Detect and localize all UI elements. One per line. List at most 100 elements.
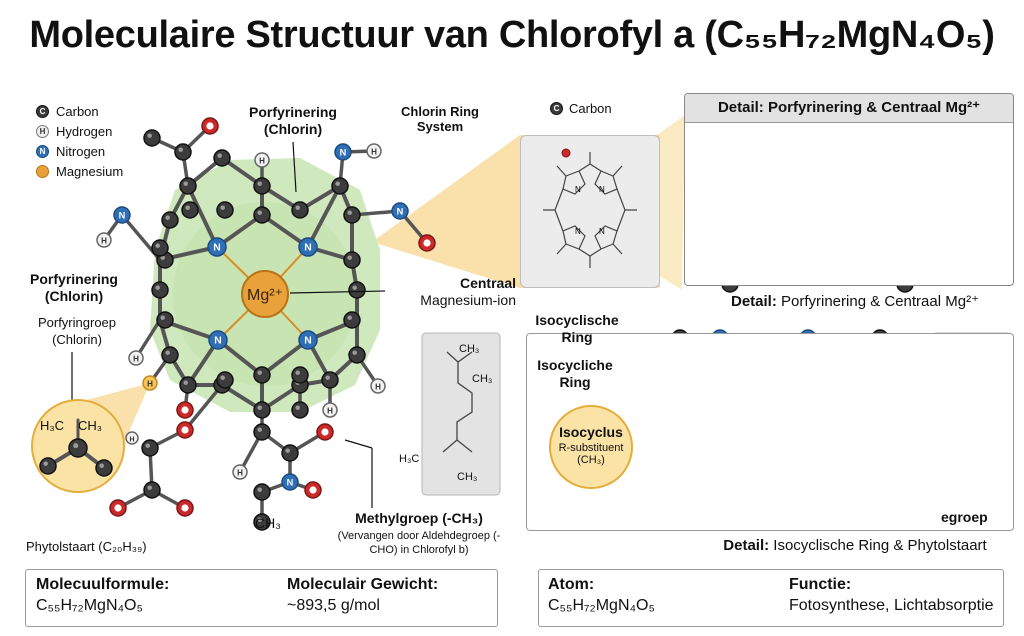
atom-highlight: [220, 375, 225, 380]
carbon-atom: [151, 239, 169, 257]
label-porphyrin-group: Porfyringroep (Chlorin): [37, 315, 117, 347]
carbon-atom: [331, 177, 349, 195]
label-methyl-group: Methylgroep (-CH₃) (Vervangen door Aldeh…: [337, 510, 501, 556]
nitrogen-atom-symbol: N: [304, 336, 311, 347]
carbon-atom: [343, 206, 361, 224]
oxygen-atom-highlight: [423, 239, 431, 247]
atom-highlight: [347, 210, 352, 215]
h3c-label: H₃C: [399, 453, 419, 465]
nitrogen-atom: [281, 473, 299, 491]
atom-highlight: [73, 443, 79, 449]
isocyclus-callout: Isocyclus R-substituent (CH₃): [549, 405, 633, 489]
hydrogen-atom: [142, 375, 158, 391]
hydrogen-atom-symbol: H: [101, 237, 107, 246]
pointer-line: [289, 290, 386, 294]
carbon-atom: [253, 401, 271, 419]
magnesium-atom: [241, 270, 289, 318]
carbon-atom: [179, 376, 197, 394]
label-isocyclic-ring-1: Isocyclische Ring: [535, 312, 619, 345]
atom-highlight: [257, 405, 262, 410]
atom-highlight: [325, 375, 330, 380]
hydrogen-atom-symbol: H: [237, 469, 243, 478]
atom-highlight: [257, 517, 262, 522]
chlorin-inset: N N N N: [520, 135, 660, 288]
carbon-atom: [253, 177, 271, 195]
label-phytol-tail: Phytolstaart (C₂₀H₃₉): [26, 539, 147, 554]
nitrogen-atom-symbol: N: [304, 243, 311, 254]
label-porphyrin-ring-top: Porfyrinering (Chlorin): [249, 104, 337, 137]
hydrogen-atom: [322, 402, 338, 418]
hydrogen-atom-symbol: H: [327, 407, 333, 416]
side-chain-bonds: [442, 351, 473, 453]
hydrogen-atom-icon: H: [36, 124, 49, 138]
carbon-atom-icon: C: [36, 104, 49, 118]
atom-highlight: [183, 181, 188, 186]
carbon-atom: [253, 483, 271, 501]
atom-highlight: [257, 370, 262, 375]
atom-highlight: [352, 285, 357, 290]
oxygen-atom-highlight: [181, 426, 189, 434]
label-isocyclic-ring-2: Isocycliche Ring: [537, 357, 613, 390]
atom-highlight: [257, 210, 262, 215]
hydrogen-atom-symbol: H: [375, 383, 381, 392]
bond: [186, 184, 219, 249]
atom-highlight: [295, 205, 300, 210]
nitrogen-atom-icon: N: [36, 144, 49, 158]
carbon-atom: [156, 311, 174, 329]
info-function: Functie: Fotosynthese, Lichtabsorptie: [789, 576, 994, 614]
atom-highlight: [347, 255, 352, 260]
atom-highlight: [257, 181, 262, 186]
carbon-atom: [161, 346, 179, 364]
ch3-label: CH₃: [472, 373, 492, 385]
oxygen-atom-highlight: [114, 504, 122, 512]
hydrogen-atom-symbol: H: [130, 437, 135, 444]
ch3-label: CH₃: [255, 515, 281, 531]
hydrogen-atom: [128, 350, 144, 366]
chlorin-skeleton-diagram: N N N N: [543, 148, 637, 268]
carbon-atom: [253, 513, 271, 531]
atom-highlight: [165, 215, 170, 220]
info-molecular-formula: Molecuulformule: C₅₅H₇₂MgN₄O₅: [36, 576, 170, 614]
carbon-atom: [179, 177, 197, 195]
page-title: Moleculaire Structuur van Chlorofyl a (C…: [29, 14, 995, 56]
atom-highlight: [220, 205, 225, 210]
carbon-atom: [291, 401, 309, 419]
svg-text:N: N: [599, 185, 605, 194]
detail-panel-top-header: Detail: Porfyrinering & Centraal Mg²⁺: [685, 94, 1013, 123]
detail-bottom-caption: Detail: Isocyclische Ring & Phytolstaart: [723, 537, 987, 554]
carbon-atom: [291, 366, 309, 384]
carbon-atom: [181, 201, 199, 219]
carbon-atom: [343, 251, 361, 269]
carbon-atom: [68, 438, 88, 458]
hydrogen-atom: [366, 143, 382, 159]
hydrogen-atom-symbol: H: [147, 380, 153, 389]
svg-text:N: N: [575, 227, 581, 236]
atom-highlight: [155, 285, 160, 290]
atom-highlight: [165, 350, 170, 355]
label-porphyrin-ring-left: Porfyrinering (Chlorin): [30, 271, 118, 304]
label-central-magnesium: Centraal Magnesium-ion: [420, 275, 516, 308]
atom-highlight: [185, 205, 190, 210]
nitrogen-atom: [334, 143, 352, 161]
atom-highlight: [352, 350, 357, 355]
carbon-atom: [321, 371, 339, 389]
nitrogen-atom-symbol: N: [214, 336, 221, 347]
nitrogen-atom: [207, 237, 227, 257]
svg-text:N: N: [599, 227, 605, 236]
carbon-atom: [253, 366, 271, 384]
carbon-atom: [141, 439, 159, 457]
carbon-atom: [151, 281, 169, 299]
carbon-atom: [174, 143, 192, 161]
ch3-label: CH₃: [78, 418, 102, 433]
oxygen-atom-highlight: [181, 504, 189, 512]
carbon-atom: [213, 149, 231, 167]
carbon-atom: [95, 459, 113, 477]
hydrogen-atom: [254, 152, 270, 168]
magnesium-symbol: Mg²⁺: [247, 287, 283, 304]
inset-legend-carbon: C Carbon: [550, 101, 612, 116]
atom-highlight: [43, 461, 48, 466]
nitrogen-atom-symbol: N: [397, 207, 404, 217]
